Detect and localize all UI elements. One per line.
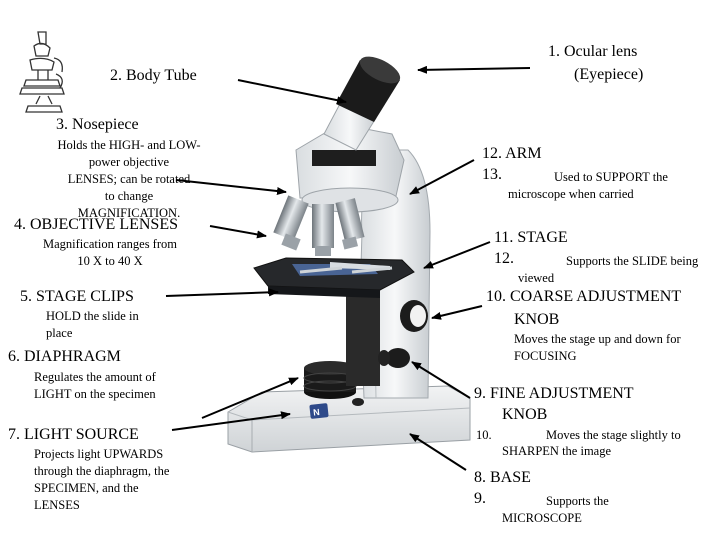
arrow-diaphragm [201,377,299,419]
body-tube-label: 2. Body Tube [110,67,197,84]
arm-description-2: microscope when carried [508,187,634,201]
fine-adjustment-description-1: Moves the stage slightly to [546,428,681,442]
objective-lenses-description: Magnification ranges from 10 X to 40 X [43,237,177,268]
light-source-label: 7. LIGHT SOURCE [8,426,139,443]
stage-label: 11. STAGE [494,229,568,246]
microscope-sketch-icon [19,31,65,113]
arm-description-1: Used to SUPPORT the [554,170,668,184]
fine-adjustment-description-2: SHARPEN the image [502,444,612,458]
arrow-base [409,433,467,471]
pointer-arrows [165,65,531,471]
coarse-adjustment-sublabel: KNOB [514,311,560,328]
base-description-2: MICROSCOPE [502,511,582,525]
ocular-lens-sublabel: (Eyepiece) [574,66,644,83]
coarse-adjustment-description: Moves the stage up and down for FOCUSING [514,332,681,363]
arrow-light-source [171,411,291,431]
arm-number: 13. [482,166,502,183]
stage-clips-label: 5. STAGE CLIPS [20,288,134,305]
arrow-nosepiece [175,179,287,196]
stage-description-2: viewed [518,271,555,285]
base-number: 9. [474,490,486,507]
arrow-stage [423,241,491,269]
diaphragm-label: 6. DIAPHRAGM [8,348,121,365]
base-label: 8. BASE [474,469,531,486]
fine-adjustment-sublabel: KNOB [502,406,548,423]
arrow-body-tube [237,79,347,105]
arrow-coarse-knob [431,305,483,320]
stage-description-1: Supports the SLIDE being [566,254,699,268]
nosepiece-label: 3. Nosepiece [56,116,139,133]
light-source-description: Projects light UPWARDS through the diaph… [34,447,170,512]
arrow-stage-clips [165,288,279,297]
ocular-lens-label: 1. Ocular lens [548,43,638,60]
base-description-1: Supports the [546,494,609,508]
stage-clips-description: HOLD the slide in place [46,309,139,340]
arrow-objective-lenses [209,225,267,239]
svg-text:N: N [313,407,321,418]
arm-label: 12. ARM [482,145,542,162]
coarse-adjustment-label: 10. COARSE ADJUSTMENT [486,288,682,305]
fine-adjustment-number: 10. [476,428,492,442]
stage-number: 12. [494,250,514,267]
nosepiece-description: Holds the HIGH- and LOW- power objective… [57,138,201,220]
arrow-arm [409,159,475,195]
objective-lenses-label: 4. OBJECTIVE LENSES [14,216,178,233]
arrow-fine-knob [411,361,471,399]
diaphragm-description: Regulates the amount of LIGHT on the spe… [34,370,156,401]
arrow-ocular-lens [417,65,531,74]
fine-adjustment-label: 9. FINE ADJUSTMENT [474,385,634,402]
